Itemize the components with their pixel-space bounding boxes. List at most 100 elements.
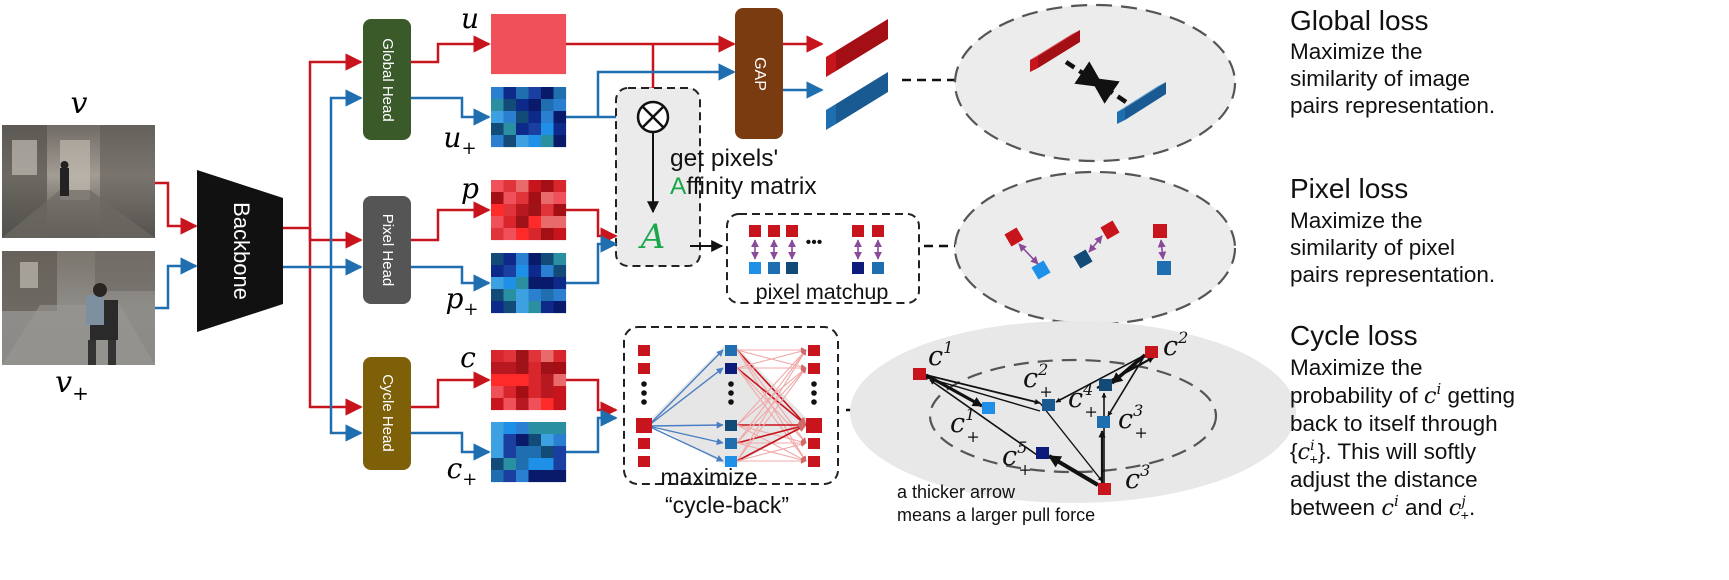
matchup-bottom-square (786, 262, 798, 274)
feature-cell (541, 422, 554, 435)
cycle-edge-arrow (925, 374, 1041, 405)
feature-cell (503, 26, 517, 39)
cycle-mid-square (725, 363, 737, 374)
feature-cell (503, 277, 517, 290)
pixel-matchup-box: ••• pixel matchup (726, 213, 920, 304)
feature-cell (541, 14, 554, 27)
feature-cell (516, 301, 529, 314)
label-u: u (461, 2, 479, 35)
svg-text:GAP: GAP (751, 57, 768, 91)
feature-cell (491, 26, 504, 39)
label-u-plus: u+ (443, 121, 476, 159)
svg-text:similarity of image: similarity of image (1290, 66, 1470, 91)
feature-cell (503, 204, 517, 217)
cycle-edge-arrow (929, 379, 1038, 456)
node-c3 (1098, 483, 1111, 495)
vertical-ellipsis-dot (811, 390, 817, 396)
svg-text:between ci and cj+.: between ci and cj+. (1290, 492, 1475, 523)
node-c2 (1145, 346, 1158, 358)
cycle-right-square (808, 363, 820, 374)
feature-cell (491, 458, 504, 471)
feature-cell (541, 216, 554, 229)
feature-cell (503, 99, 517, 112)
feature-cell (503, 470, 517, 483)
cycle-mid-square (725, 438, 737, 449)
cycle-left-square (638, 345, 650, 356)
cycle-left-square (638, 363, 650, 374)
affinity-caption-line2: Affinity matrix (670, 173, 817, 200)
feature-cell (491, 277, 504, 290)
feature-cell (541, 434, 554, 447)
feature-cell (528, 434, 542, 447)
feature-cell (503, 123, 517, 136)
feature-cell (491, 204, 504, 217)
cycle-back-arrow (736, 349, 807, 462)
cycle-back-box (623, 326, 839, 485)
feature-map-u (491, 14, 567, 75)
feature-cell (516, 398, 529, 411)
feature-cell (503, 458, 517, 471)
pixel-head-block: Pixel Head (363, 196, 411, 304)
feature-cell (528, 446, 542, 459)
feature-cell (528, 422, 542, 435)
feature-cell (491, 446, 504, 459)
feature-cell (528, 253, 542, 266)
feature-cell (528, 87, 542, 100)
feature-cell (528, 362, 542, 375)
cycle-back-arrow (736, 424, 807, 462)
cycle-back-arrow (736, 349, 807, 444)
matchup-ellipsis: ••• (806, 234, 823, 251)
vertical-ellipsis-dot (728, 381, 734, 387)
feature-cell (553, 14, 567, 27)
feature-cell (528, 374, 542, 387)
matchup-bottom-square (872, 262, 884, 274)
feature-cell (541, 398, 554, 411)
backbone-block: Backbone (197, 170, 283, 332)
feature-cell (503, 265, 517, 278)
matchup-top-square (872, 225, 884, 237)
feature-cell (491, 216, 504, 229)
feature-cell (553, 180, 567, 193)
feature-cell (491, 434, 504, 447)
feature-cell (541, 350, 554, 363)
feature-cell (541, 87, 554, 100)
feature-cell (491, 398, 504, 411)
feature-cell (503, 135, 517, 148)
matchup-bottom-square (768, 262, 780, 274)
feature-cell (528, 265, 542, 278)
feature-cell (491, 301, 504, 314)
feature-cell (553, 135, 567, 148)
label-v-plus: v+ (55, 365, 89, 405)
feature-cell (491, 111, 504, 124)
feature-cell (516, 50, 529, 63)
feature-cell (528, 277, 542, 290)
feature-map-p (491, 180, 567, 241)
feature-cell (516, 362, 529, 375)
feature-cell (541, 26, 554, 39)
vertical-ellipsis-dot (728, 390, 734, 396)
global-loss-text: Global loss Maximize the similarity of i… (1290, 5, 1495, 118)
feature-cell (541, 99, 554, 112)
svg-text:Maximize the: Maximize the (1290, 208, 1423, 233)
feature-cell (528, 301, 542, 314)
svg-text:similarity of pixel: similarity of pixel (1290, 235, 1455, 260)
cycle-back-arrow (736, 367, 807, 462)
cycle-back-caption-line1: maximize (660, 464, 757, 490)
feature-cell (516, 204, 529, 217)
cycle-edge-arrow (1055, 354, 1146, 403)
feature-cell (516, 253, 529, 266)
feature-cell (491, 14, 504, 27)
feature-cell (528, 289, 542, 302)
feature-cell (516, 374, 529, 387)
feature-cell (541, 362, 554, 375)
feature-cell (553, 228, 567, 241)
node-label-c4p: c4+ (1068, 380, 1098, 421)
cycle-forward-arrow (647, 425, 724, 462)
feature-cell (491, 123, 504, 136)
feature-cell (503, 374, 517, 387)
feature-cell (503, 14, 517, 27)
feature-cell (516, 265, 529, 278)
cycle-loss-title: Cycle loss (1290, 320, 1418, 351)
feature-cell (491, 62, 504, 75)
cycle-left-highlight (636, 418, 652, 433)
